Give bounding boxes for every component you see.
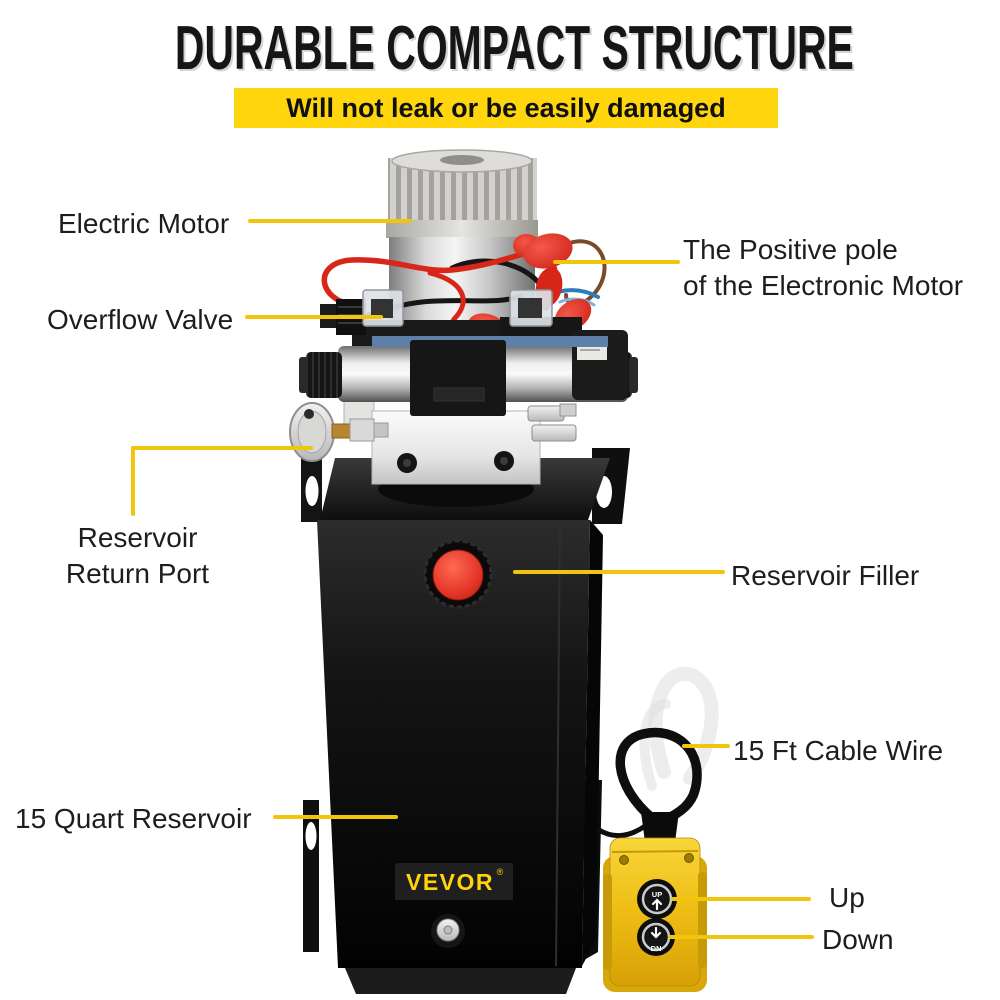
filler-cap-red — [432, 549, 484, 601]
relay-right — [509, 289, 553, 327]
callout-electric-motor: Electric Motor — [58, 208, 230, 239]
tank-side-face — [582, 520, 603, 966]
pendant-screw-left — [619, 855, 629, 865]
compression-nut — [349, 418, 375, 442]
hydraulic-fittings — [527, 403, 577, 442]
cable-gland — [641, 812, 679, 842]
valve-center-box — [410, 340, 506, 416]
callout-up: Up — [829, 882, 865, 913]
callout-reservoir-return-port: Reservoir Return Port — [65, 522, 210, 589]
main-title-text: DURABLE COMPACT STRUCTURE — [174, 14, 854, 83]
up-leader — [671, 897, 811, 901]
bracket-hole-left-top — [305, 476, 319, 506]
reservoir-tank — [317, 458, 610, 994]
callout-overflow-valve: Overflow Valve — [47, 304, 234, 335]
subtitle-banner: Will not leak or be easily damaged — [234, 88, 778, 128]
pendant-up-button: UP — [637, 879, 677, 919]
overflow-valve-leader — [245, 315, 383, 319]
vevor-logo-mark: ® — [497, 867, 504, 877]
vevor-logo-text: VEVOR — [406, 869, 494, 895]
down-leader — [668, 935, 814, 939]
callout-cable-wire: 15 Ft Cable Wire — [733, 735, 944, 766]
pendant-down-text: DN — [651, 944, 662, 953]
red-wire — [321, 247, 546, 309]
callout-positive-pole: The Positive pole of the Electronic Moto… — [683, 234, 964, 301]
pendant-cord — [596, 823, 648, 838]
return-port-leader-vertical — [131, 448, 135, 516]
control-valve — [299, 330, 638, 416]
callout-reservoir: 15 Quart Reservoir — [15, 803, 252, 834]
pendant-screw-right — [684, 853, 694, 863]
drain-plug — [431, 914, 465, 948]
main-title: DURABLE COMPACT STRUCTURE — [0, 18, 1000, 80]
callout-down: Down — [822, 924, 894, 955]
pendant-up-text: UP — [652, 890, 662, 899]
down-arrow-icon — [650, 926, 662, 939]
tank-base — [345, 968, 576, 994]
relay-left — [362, 289, 404, 327]
positive-pole-boot — [523, 233, 573, 269]
reservoir-leader — [273, 815, 398, 819]
brand-label: VEVOR ® — [395, 863, 513, 900]
cable-wire-leader — [682, 744, 730, 748]
motor-cap-band — [386, 220, 538, 238]
return-port-leader-horizontal — [131, 446, 313, 450]
positive-pole-leader — [553, 260, 680, 264]
pendant-down-button: DN — [637, 918, 675, 956]
positive-terminal-boots — [468, 233, 592, 339]
wrapped-cable-bundle — [648, 666, 719, 785]
reservoir-filler-leader — [513, 570, 725, 574]
reservoir-filler-cap — [423, 539, 493, 609]
bracket-hole-left-bottom — [305, 822, 317, 850]
valve-knob-left — [306, 352, 342, 398]
brass-fitting — [331, 423, 351, 439]
up-arrow-icon — [651, 898, 663, 911]
tank-front-face — [317, 520, 590, 968]
electric-motor-leader — [248, 219, 412, 223]
mounting-bracket-left — [301, 452, 322, 952]
valve-emboss-plate — [433, 387, 485, 402]
callout-reservoir-filler: Reservoir Filler — [731, 560, 920, 591]
cable-loop — [615, 727, 702, 825]
pendant-remote: UP DN — [603, 812, 707, 992]
vevor-label-plate — [395, 863, 513, 900]
manifold-block — [343, 389, 577, 485]
